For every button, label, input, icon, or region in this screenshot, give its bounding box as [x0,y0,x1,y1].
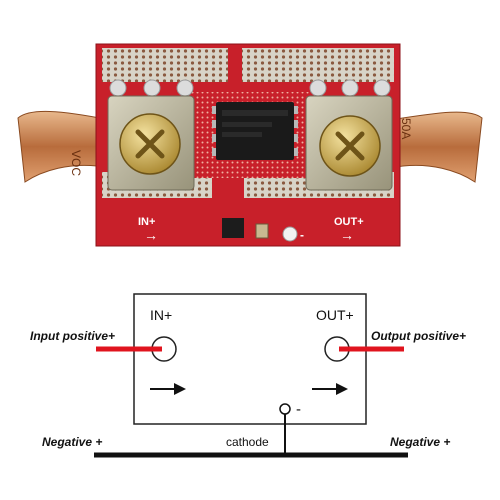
right-wire-text: 50A [399,118,413,139]
board-out-label: OUT+ [334,216,364,228]
left-screw-icon [119,113,181,175]
in-direction-arrow [150,383,186,395]
indicator-led [282,226,298,242]
mosfet-chip [212,102,298,160]
board-in-label: IN+ [138,216,155,228]
output-positive-label: Output positive+ [371,329,466,343]
board-out-arrow: → [340,227,354,243]
negative-left-label: Negative + [42,435,102,449]
top-left-pad-strip [102,48,228,82]
wiring-schematic: IN+ OUT+ - Input positive+ Output positi… [30,293,466,458]
out-direction-arrow [312,383,348,395]
input-positive-label: Input positive+ [30,329,115,343]
schematic-in-label: IN+ [150,307,172,323]
right-screw-icon [319,115,381,177]
top-right-pad-strip [242,48,394,82]
small-capacitor [255,223,269,239]
cathode-label: cathode [226,435,269,449]
schematic-out-label: OUT+ [316,307,354,323]
schematic-minus-label: - [296,401,301,418]
board-minus-symbol: - [300,228,304,242]
negative-terminal [279,403,291,415]
negative-right-label: Negative + [390,435,450,449]
left-wire-text: VOC [69,150,83,176]
module-box [133,293,367,425]
module-photo: IN+ → OUT+ → - VOC 50A [17,43,483,247]
small-chip [222,218,244,238]
board-in-arrow: → [144,227,158,243]
